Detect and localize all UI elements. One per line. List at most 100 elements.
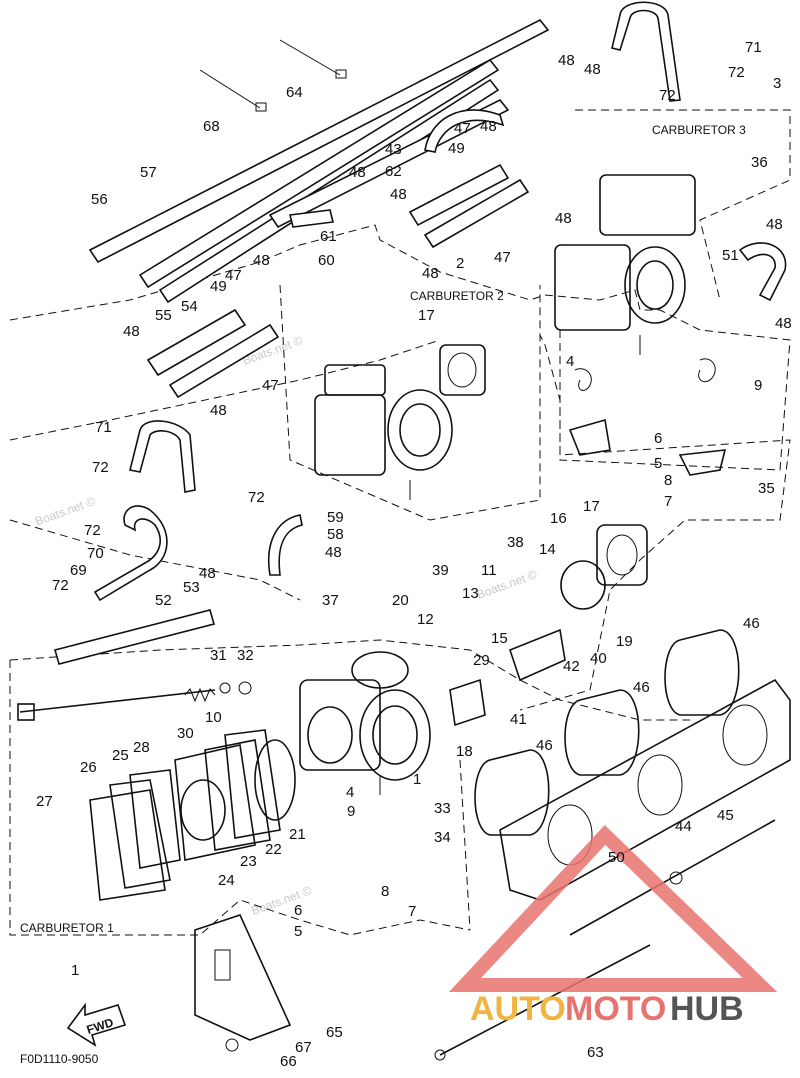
callout-57: 57 bbox=[140, 164, 157, 181]
carb3-body bbox=[554, 244, 631, 331]
callout-48: 48 bbox=[325, 544, 342, 561]
clip-32 bbox=[238, 681, 252, 695]
callout-36: 36 bbox=[751, 154, 768, 171]
callout-53: 53 bbox=[183, 579, 200, 596]
gasket-46-b bbox=[564, 689, 640, 776]
callout-72: 72 bbox=[659, 87, 676, 104]
bracket-slot bbox=[214, 949, 231, 981]
spring-30 bbox=[184, 687, 216, 703]
carb3-throat-inner bbox=[636, 260, 674, 310]
callout-54: 54 bbox=[181, 298, 198, 315]
tie-64-head bbox=[335, 69, 347, 79]
callout-3: 3 bbox=[773, 75, 781, 92]
callout-40: 40 bbox=[590, 650, 607, 667]
outline-carb2 bbox=[279, 284, 541, 521]
callout-14: 14 bbox=[539, 541, 556, 558]
callout-72: 72 bbox=[248, 489, 265, 506]
callout-43: 43 bbox=[385, 141, 402, 158]
callout-20: 20 bbox=[392, 592, 409, 609]
callout-41: 41 bbox=[510, 711, 527, 728]
callout-48: 48 bbox=[199, 565, 216, 582]
plate-22 bbox=[224, 729, 281, 839]
outline-top bbox=[9, 224, 791, 471]
tie-64 bbox=[279, 39, 341, 76]
logo-hub: HUB bbox=[670, 990, 744, 1028]
callout-15: 15 bbox=[491, 630, 508, 647]
callout-62: 62 bbox=[385, 163, 402, 180]
washer-31 bbox=[219, 682, 231, 694]
callout-49: 49 bbox=[448, 140, 465, 157]
top-hoses bbox=[88, 1, 787, 304]
callout-23: 23 bbox=[240, 853, 257, 870]
cover-40 bbox=[509, 628, 566, 682]
callout-48: 48 bbox=[210, 402, 227, 419]
callout-13: 13 bbox=[462, 585, 479, 602]
callout-33: 33 bbox=[434, 800, 451, 817]
gasket-17-hole bbox=[606, 534, 638, 576]
callout-6: 6 bbox=[654, 430, 662, 447]
callout-5: 5 bbox=[654, 455, 662, 472]
carb2-throat-outer bbox=[387, 389, 453, 471]
callout-1: 1 bbox=[71, 962, 79, 979]
callout-10: 10 bbox=[205, 709, 222, 726]
hose-43 bbox=[424, 109, 505, 153]
carb2-body bbox=[314, 394, 386, 476]
hose-61b bbox=[289, 209, 334, 228]
callout-48: 48 bbox=[123, 323, 140, 340]
rod-63 bbox=[439, 944, 651, 1056]
callout-52: 52 bbox=[155, 592, 172, 609]
watermark-6: Boats.net © bbox=[249, 883, 313, 918]
carburetor-1 bbox=[299, 651, 431, 795]
outline-left-mid bbox=[9, 519, 301, 601]
outline-right-carb1 bbox=[459, 759, 471, 931]
hose-52 bbox=[54, 609, 215, 665]
callout-48: 48 bbox=[558, 52, 575, 69]
callout-58: 58 bbox=[327, 526, 344, 543]
filter-49-left bbox=[146, 308, 247, 377]
callout-34: 34 bbox=[434, 829, 451, 846]
callout-24: 24 bbox=[218, 872, 235, 889]
callout-4: 4 bbox=[346, 784, 354, 801]
callout-21: 21 bbox=[289, 826, 306, 843]
callout-72: 72 bbox=[52, 577, 69, 594]
callout-9: 9 bbox=[754, 377, 762, 394]
callout-48: 48 bbox=[766, 216, 783, 233]
hose-51 bbox=[738, 242, 787, 302]
callout-8: 8 bbox=[381, 883, 389, 900]
callout-59: 59 bbox=[327, 509, 344, 526]
bolt-66 bbox=[225, 1038, 239, 1052]
intake-manifold bbox=[474, 629, 791, 901]
callout-63: 63 bbox=[587, 1044, 604, 1061]
filter-49-right bbox=[408, 163, 510, 227]
carb2-throat-inner bbox=[399, 403, 441, 457]
lever-carb3-right bbox=[678, 449, 727, 476]
hose-47-right bbox=[423, 178, 530, 249]
callout-71: 71 bbox=[745, 39, 762, 56]
plate-25 bbox=[109, 779, 171, 889]
callout-69: 69 bbox=[70, 562, 87, 579]
hose-71-top bbox=[611, 1, 681, 102]
outline-carb3-bottom bbox=[519, 330, 791, 711]
hose-54 bbox=[138, 58, 500, 289]
carb2-top bbox=[324, 364, 386, 396]
flange-26 bbox=[89, 789, 166, 901]
carb1-body bbox=[299, 679, 381, 771]
callout-55: 55 bbox=[155, 307, 172, 324]
callout-46: 46 bbox=[633, 679, 650, 696]
callout-49: 49 bbox=[210, 278, 227, 295]
carb3-throat-outer bbox=[624, 246, 686, 324]
callout-8: 8 bbox=[664, 472, 672, 489]
callout-44: 44 bbox=[675, 818, 692, 835]
gasket-17-top bbox=[439, 344, 486, 396]
callout-47: 47 bbox=[225, 267, 242, 284]
callout-66: 66 bbox=[280, 1053, 297, 1070]
gasket-21 bbox=[254, 739, 296, 821]
u-hoses bbox=[93, 420, 303, 602]
hose-56 bbox=[88, 18, 550, 264]
callout-68: 68 bbox=[203, 118, 220, 135]
callout-48: 48 bbox=[480, 118, 497, 135]
callout-28: 28 bbox=[133, 739, 150, 756]
outline-carb1-top bbox=[9, 639, 690, 721]
